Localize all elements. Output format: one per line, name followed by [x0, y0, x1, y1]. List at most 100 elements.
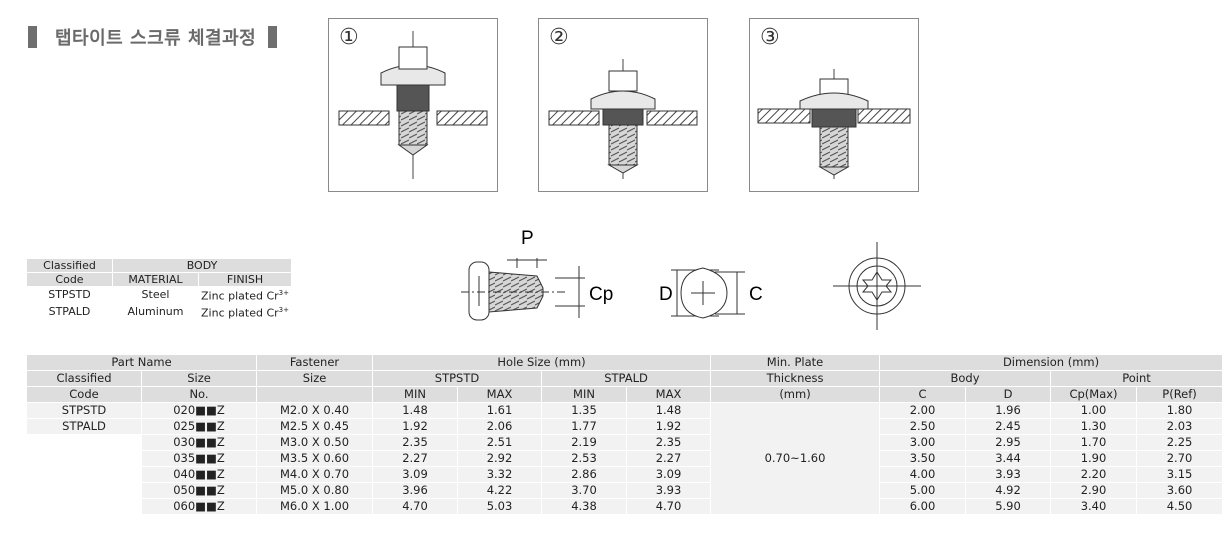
ald-min-cell: 4.38 [541, 498, 628, 515]
ald-min-cell: 1.77 [541, 418, 628, 435]
size-cell: 050■■Z [140, 482, 258, 499]
code-cell-empty [26, 498, 142, 515]
hole-size-header: Hole Size (mm) [372, 354, 712, 371]
fastener-cell: M4.0 X 0.70 [256, 466, 374, 483]
step-1-illustration [338, 31, 488, 179]
finish-value: Zinc plated Cr3+ [198, 302, 292, 321]
min-plate-header: Min. Plate [710, 354, 881, 371]
std-max-cell: 2.51 [457, 434, 543, 451]
blank-header [256, 386, 374, 403]
fastener-header: Fastener [256, 354, 374, 371]
label-cp: Cp [589, 284, 613, 305]
ald-max-cell: 3.93 [626, 482, 712, 499]
p-cell: 2.03 [1136, 418, 1224, 435]
table-row: 030■■Z M3.0 X 0.50 2.35 2.51 2.19 2.35 3… [26, 434, 1224, 451]
ald-min-cell: 3.70 [541, 482, 628, 499]
d-cell: 2.95 [965, 434, 1052, 451]
mm-header: (mm) [710, 386, 881, 403]
step-1-panel: ① [328, 18, 498, 192]
classified-header: Classified [26, 370, 142, 387]
p-cell: 2.70 [1136, 450, 1224, 467]
material-value: Steel [112, 286, 199, 304]
c-cell: 2.50 [879, 418, 967, 435]
fastener-cell: M3.5 X 0.60 [256, 450, 374, 467]
table-row: 060■■Z M6.0 X 1.00 4.70 5.03 4.38 4.70 6… [26, 498, 1224, 515]
title-bar-left [28, 26, 37, 48]
size-cell: 035■■Z [140, 450, 258, 467]
fastener-cell: M2.5 X 0.45 [256, 418, 374, 435]
material-code: STPSTD [26, 286, 113, 304]
ald-max-cell: 2.27 [626, 450, 712, 467]
fastener-size-header: Size [256, 370, 374, 387]
cp-cell: 3.40 [1050, 498, 1138, 515]
d-cell: 3.44 [965, 450, 1052, 467]
std-min-cell: 3.09 [372, 466, 459, 483]
no-header: No. [140, 386, 258, 403]
material-row: STPALD Aluminum Zinc plated Cr3+ [26, 302, 292, 321]
label-d: D [659, 284, 673, 305]
section-title: 탭타이트 스크류 체결과정 [28, 24, 278, 50]
table-row: 035■■Z M3.5 X 0.60 2.27 2.92 2.53 2.27 3… [26, 450, 1224, 467]
size-header: Size [140, 370, 258, 387]
fastener-cell: M6.0 X 1.00 [256, 498, 374, 515]
p-cell: 2.25 [1136, 434, 1224, 451]
spec-table: Part Name Fastener Hole Size (mm) Min. P… [25, 354, 1224, 515]
screw-side-view [461, 258, 585, 321]
c-cell: 2.00 [879, 402, 967, 419]
material-row: STPSTD Steel Zinc plated Cr3+ [26, 286, 292, 304]
table-row: 040■■Z M4.0 X 0.70 3.09 3.32 2.86 3.09 4… [26, 466, 1224, 483]
std-max-cell: 2.06 [457, 418, 543, 435]
step-2-illustration [548, 59, 698, 179]
std-min-cell: 2.35 [372, 434, 459, 451]
label-c: C [749, 284, 763, 305]
code-cell-empty [26, 450, 142, 467]
std-max-header: MAX [457, 386, 543, 403]
ald-max-cell: 1.92 [626, 418, 712, 435]
body-header: Body [879, 370, 1052, 387]
cp-cell: 1.00 [1050, 402, 1138, 419]
std-max-cell: 2.92 [457, 450, 543, 467]
p-cell: 4.50 [1136, 498, 1224, 515]
code-cell-empty [26, 466, 142, 483]
dimension-diagram: P Cp D C [461, 228, 921, 330]
p-header: P(Ref) [1136, 386, 1224, 403]
c-cell: 6.00 [879, 498, 967, 515]
part-name-header: Part Name [25, 354, 258, 371]
step-2-panel: ② [538, 18, 708, 192]
code-header: Code [26, 272, 113, 287]
d-cell: 1.96 [965, 402, 1052, 419]
std-min-cell: 1.48 [372, 402, 459, 419]
std-min-cell: 2.27 [372, 450, 459, 467]
cp-cell: 2.20 [1050, 466, 1138, 483]
size-cell: 020■■Z [140, 402, 258, 419]
dimension-header: Dimension (mm) [879, 354, 1224, 371]
p-cell: 1.80 [1136, 402, 1224, 419]
d-header: D [965, 386, 1052, 403]
std-min-cell: 4.70 [372, 498, 459, 515]
d-cell: 2.45 [965, 418, 1052, 435]
table-row: STPSTD 020■■Z M2.0 X 0.40 1.48 1.61 1.35… [26, 402, 1224, 515]
torx-head-top-view [833, 242, 921, 330]
std-max-cell: 4.22 [457, 482, 543, 499]
code-cell-empty [26, 434, 142, 451]
ald-max-header: MAX [626, 386, 712, 403]
p-cell: 3.60 [1136, 482, 1224, 499]
code-cell: STPALD [26, 418, 142, 435]
size-cell: 030■■Z [140, 434, 258, 451]
stpstd-header: STPSTD [372, 370, 543, 387]
plate-thickness-cell: 0.70~1.60 [710, 402, 881, 515]
ald-min-cell: 2.86 [541, 466, 628, 483]
step-3-illustration [757, 69, 911, 179]
ald-min-cell: 2.19 [541, 434, 628, 451]
std-min-header: MIN [372, 386, 459, 403]
size-cell: 060■■Z [140, 498, 258, 515]
d-cell: 5.90 [965, 498, 1052, 515]
code-cell: STPSTD [26, 402, 142, 419]
thickness-header: Thickness [710, 370, 881, 387]
std-max-cell: 1.61 [457, 402, 543, 419]
code-header: Code [26, 386, 142, 403]
point-header: Point [1050, 370, 1224, 387]
step-3-number: ③ [760, 25, 780, 50]
material-header: MATERIAL [112, 272, 199, 287]
screw-end-view [671, 267, 745, 319]
